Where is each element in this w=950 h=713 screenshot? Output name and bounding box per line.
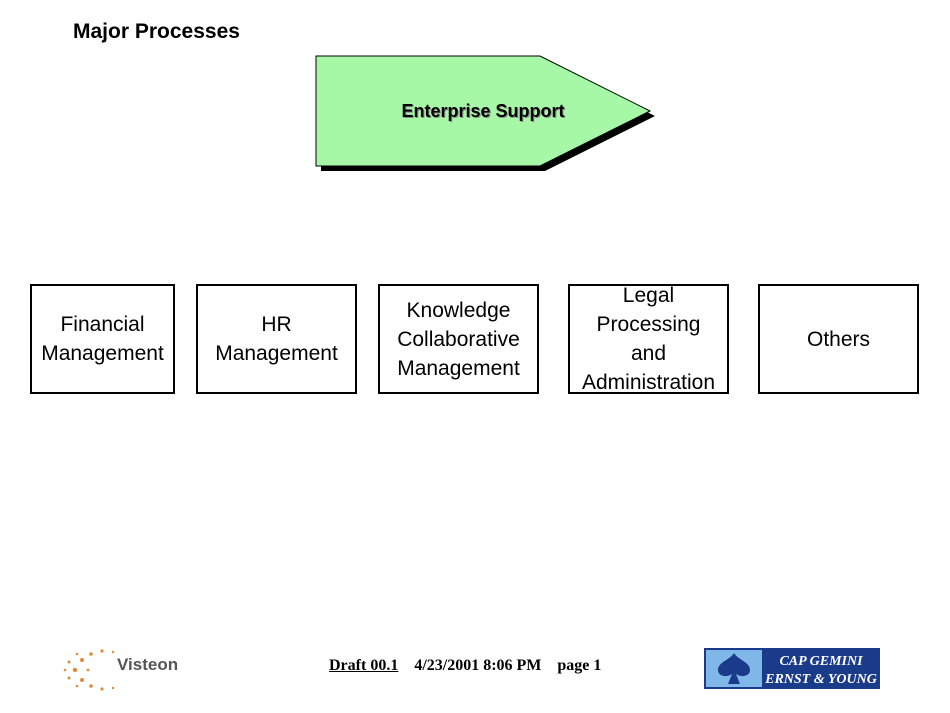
process-box-financial-management: Financial Management xyxy=(30,284,175,394)
banner-label: Enterprise Support xyxy=(401,100,565,121)
cge-logo-line1: CAP GEMINI xyxy=(779,654,863,669)
process-box-others: Others xyxy=(758,284,919,394)
process-box-legal-processing: Legal Processing and Administration xyxy=(568,284,729,394)
cap-gemini-ernst-young-logo: CAP GEMINI ERNST & YOUNG xyxy=(704,648,880,689)
visteon-logo-text: Visteon xyxy=(117,655,178,674)
draft-version: Draft 00.1 xyxy=(329,657,399,674)
cge-logo-line2: ERNST & YOUNG xyxy=(764,672,877,687)
process-box-hr-management: HR Management xyxy=(196,284,357,394)
enterprise-support-arrow xyxy=(315,55,655,171)
process-box-knowledge-collaborative-management: Knowledge Collaborative Management xyxy=(378,284,539,394)
spade-icon xyxy=(718,653,750,684)
footer-info: Draft 00.1 4/23/2001 8:06 PM page 1 xyxy=(329,657,601,675)
footer-datetime: 4/23/2001 8:06 PM xyxy=(414,657,542,674)
page-title: Major Processes xyxy=(73,20,240,43)
arrow-shape xyxy=(315,55,652,167)
page-number: page 1 xyxy=(557,657,602,674)
visteon-logo: Visteon xyxy=(63,649,178,691)
